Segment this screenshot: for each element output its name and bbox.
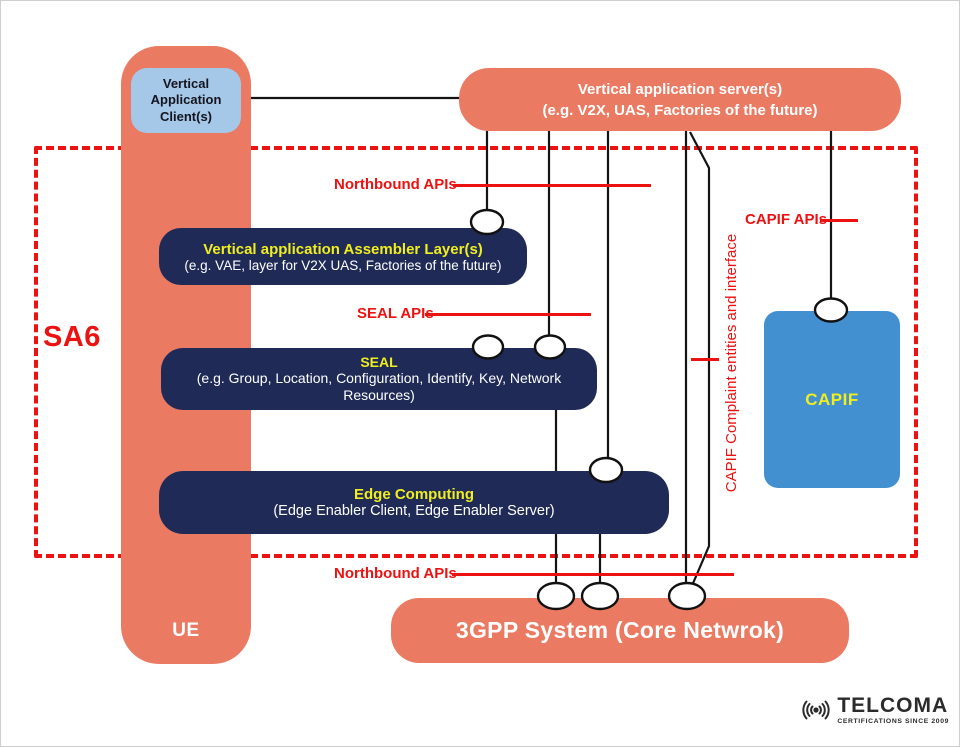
ue-label: UE: [172, 620, 200, 641]
server-title: Vertical application server(s): [577, 80, 783, 98]
seal-subtitle: (e.g. Group, Location, Configuration, Id…: [196, 369, 562, 404]
northbound-apis-top-label: Northbound APIs: [334, 176, 457, 193]
seal-apis-label: SEAL APIs: [357, 305, 434, 322]
core-network-node: 3GPP System (Core Netwrok): [391, 598, 849, 663]
capif-label: CAPIF: [805, 389, 859, 409]
logo-tagline: CERTIFICATIONS SINCE 2009: [837, 718, 949, 725]
northbound-apis-bottom-pointer-line: [452, 573, 734, 576]
capif-complaint-entities-label: CAPIF Complaint entities and interface: [723, 233, 740, 493]
vertical-application-server-node: Vertical application server(s) (e.g. V2X…: [459, 68, 901, 131]
logo-name: TELCOMA: [837, 694, 949, 717]
seal-apis-pointer-line: [425, 313, 591, 316]
client-label: Vertical Application Client(s): [150, 75, 222, 124]
signal-waves-icon: [802, 700, 830, 720]
server-subtitle: (e.g. V2X, UAS, Factories of the future): [542, 101, 818, 119]
edge-computing-node: Edge Computing (Edge Enabler Client, Edg…: [159, 471, 669, 534]
capif-interface-tick-line: [691, 358, 719, 361]
edge-title: Edge Computing: [354, 486, 474, 503]
sa6-dashed-region: [34, 146, 918, 558]
telcoma-logo: TELCOMA CERTIFICATIONS SINCE 2009: [798, 695, 949, 725]
core-network-label: 3GPP System (Core Netwrok): [455, 617, 785, 643]
logo-wordmark: TELCOMA CERTIFICATIONS SINCE 2009: [837, 695, 949, 725]
seal-title: SEAL: [360, 353, 398, 370]
northbound-apis-bottom-label: Northbound APIs: [334, 565, 457, 582]
vertical-application-assembler-node: Vertical application Assembler Layer(s) …: [159, 228, 527, 285]
capif-apis-label: CAPIF APIs: [745, 211, 827, 228]
vertical-application-client-node: Vertical Application Client(s): [131, 68, 241, 133]
edge-subtitle: (Edge Enabler Client, Edge Enabler Serve…: [273, 503, 555, 519]
northbound-apis-top-pointer-line: [453, 184, 651, 187]
assembler-title: Vertical application Assembler Layer(s): [203, 240, 483, 258]
capif-node: CAPIF: [764, 311, 900, 488]
sa6-region-label: SA6: [43, 321, 101, 353]
seal-node: SEAL (e.g. Group, Location, Configuratio…: [161, 348, 597, 410]
capif-apis-pointer-line: [820, 219, 858, 222]
assembler-subtitle: (e.g. VAE, layer for V2X UAS, Factories …: [184, 257, 502, 273]
